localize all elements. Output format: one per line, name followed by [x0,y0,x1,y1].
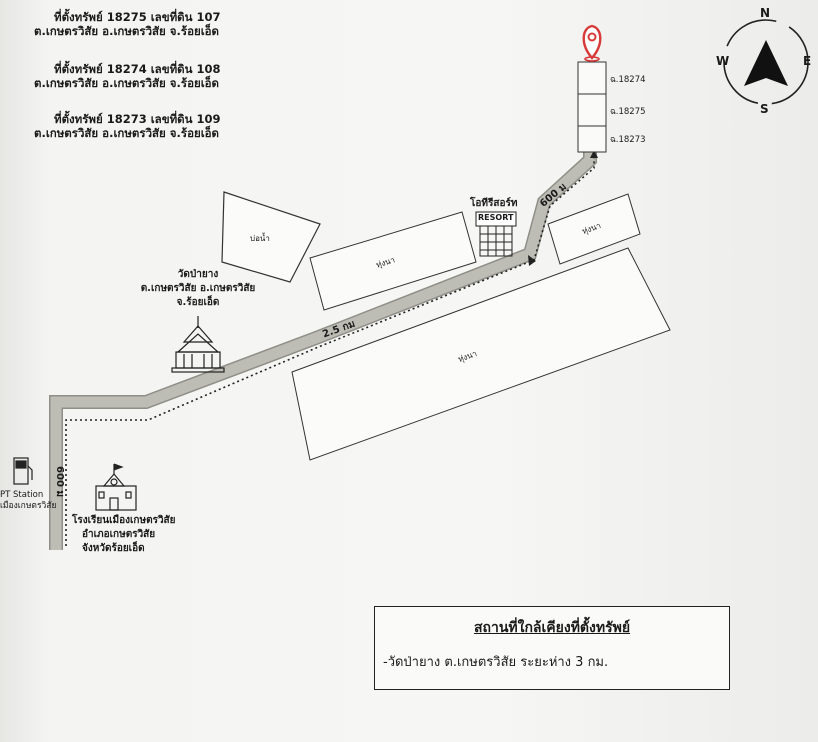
temple-line-3: จ.ร้อยเอ็ด [176,297,220,308]
school-line-2: อำเภอเกษตรวิสัย [82,529,156,540]
plot-line1: ที่ตั้งทรัพย์ 18273 เลขที่ดิน 109 [54,112,221,126]
plot-line2: ต.เกษตรวิสัย อ.เกษตรวิสัย จ.ร้อยเอ็ด [34,76,220,90]
location-pin-icon [582,24,602,62]
school-label: โรงเรียนเมืองเกษตรวิสัย อำเภอเกษตรวิสัย … [72,514,176,556]
plot-line2: ต.เกษตรวิสัย อ.เกษตรวิสัย จ.ร้อยเอ็ด [34,24,220,38]
pt-line-1: PT Station [0,490,44,500]
temple-line-1: วัดป่ายาง [177,269,219,280]
route-dots [65,154,595,546]
parcel-18275 [577,93,607,127]
compass-arrow-icon [744,40,788,86]
resort-label: โอทีรีสอร์ท [470,198,518,209]
school-icon [95,463,137,511]
field-shape-1 [309,211,477,311]
distance-left: 600 ม [53,466,65,497]
gas-station-icon [13,457,33,485]
temple-label: วัดป่ายาง ต.เกษตรวิสัย อ.เกษตรวิสัย จ.ร้… [126,268,270,310]
parcel-18273 [577,125,607,153]
nearby-places-box: สถานที่ใกล้เคียงที่ตั้งทรัพย์ -วัดป่ายาง… [374,606,730,690]
compass-w: W [716,54,730,68]
parcel-tag-18273: ฉ.18273 [610,135,646,145]
pt-line-2: เมืองเกษตรวิสัย [0,501,57,511]
plot-line2: ต.เกษตรวิสัย อ.เกษตรวิสัย จ.ร้อยเอ็ด [34,126,220,140]
school-line-3: จังหวัดร้อยเอ็ด [82,543,145,554]
road-fill [50,152,596,550]
nearby-places-line: -วัดป่ายาง ต.เกษตรวิสัย ระยะห่าง 3 กม. [383,655,609,670]
parcel-tag-18275: ฉ.18275 [610,107,646,117]
temple-line-2: ต.เกษตรวิสัย อ.เกษตรวิสัย [140,283,256,294]
compass-n: N [760,6,771,20]
field-shape-2 [547,193,641,265]
parcel-18274 [577,61,607,95]
temple-icon [171,316,225,373]
pt-station-label: PT Station เมืองเกษตรวิสัย [0,490,56,512]
pond-label: บ่อน้ำ [250,234,270,243]
road [49,150,598,550]
pond-shape [221,191,321,283]
resort-sign: RESORT [478,213,514,222]
nearby-places-title: สถานที่ใกล้เคียงที่ตั้งทรัพย์ [473,620,631,636]
parcel-column [577,61,607,153]
compass-s: S [760,102,769,116]
parcel-tag-18274: ฉ.18274 [610,75,646,85]
compass-rose [723,19,809,105]
compass-e: E [803,54,812,68]
plot-line1: ที่ตั้งทรัพย์ 18274 เลขที่ดิน 108 [54,62,221,76]
plot-label-18273: ที่ตั้งทรัพย์ 18273 เลขที่ดิน 109 ต.เกษต… [34,112,221,140]
plot-line1: ที่ตั้งทรัพย์ 18275 เลขที่ดิน 107 [54,10,221,24]
plot-label-18275: ที่ตั้งทรัพย์ 18275 เลขที่ดิน 107 ต.เกษต… [34,10,221,38]
field-shape-3 [291,247,671,461]
plot-label-18274: ที่ตั้งทรัพย์ 18274 เลขที่ดิน 108 ต.เกษต… [34,62,221,90]
route-arrow-right [528,255,536,266]
school-line-1: โรงเรียนเมืองเกษตรวิสัย [72,515,176,526]
resort-building-icon [475,211,517,257]
route-arrow-up [590,150,598,158]
